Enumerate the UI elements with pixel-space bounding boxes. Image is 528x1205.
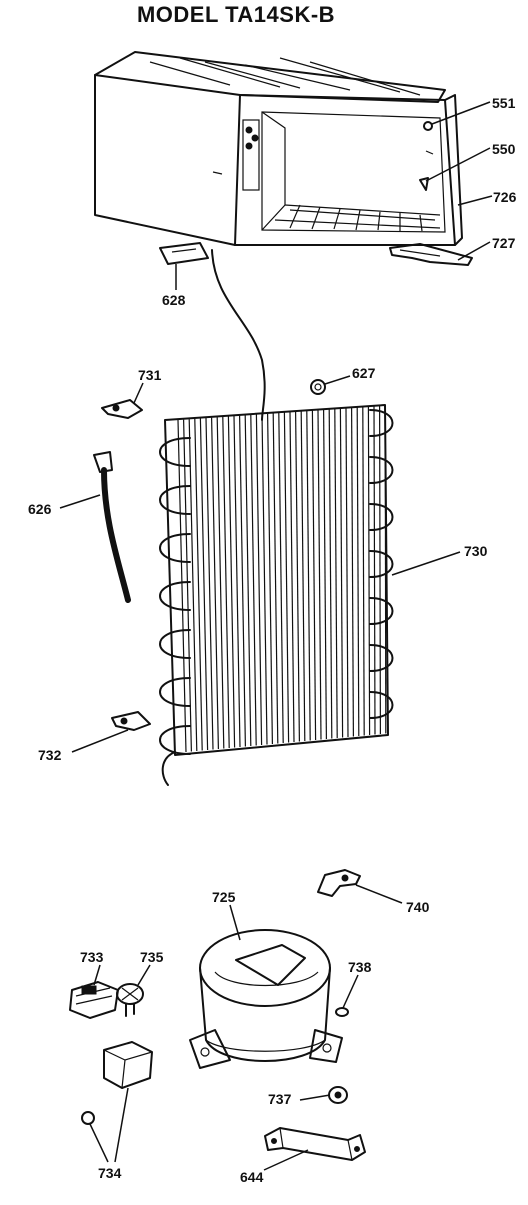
label-551: 551 [492, 95, 516, 111]
label-550: 550 [492, 141, 516, 157]
label-725: 725 [212, 889, 236, 905]
part-627-grommet [310, 379, 326, 395]
part-628-block [159, 242, 209, 265]
part-labels: 551 550 726 727 628 731 627 626 730 732 … [28, 95, 517, 1185]
part-725-compressor [189, 929, 343, 1069]
part-644-bracket [264, 1127, 366, 1161]
part-740-clip [317, 869, 361, 897]
label-627: 627 [352, 365, 376, 381]
part-734-cover [81, 1041, 153, 1125]
label-740: 740 [406, 899, 430, 915]
part-733-relay [69, 981, 119, 1019]
label-730: 730 [464, 543, 488, 559]
label-731: 731 [138, 367, 162, 383]
part-726-cabinet [94, 51, 463, 246]
label-737: 737 [268, 1091, 292, 1107]
label-734: 734 [98, 1165, 122, 1181]
leader-lines [59, 101, 493, 1171]
part-727-bracket [389, 243, 473, 266]
label-732: 732 [38, 747, 62, 763]
label-644: 644 [240, 1169, 264, 1185]
part-626-drain-tube [93, 451, 131, 603]
part-732-clip [111, 711, 151, 731]
model-title: MODEL TA14SK-B [136, 2, 336, 27]
part-731-clip [101, 399, 143, 419]
part-738-grommet [335, 1007, 349, 1017]
part-730-condenser [159, 404, 394, 786]
part-737-grommet [328, 1086, 348, 1104]
part-735-terminal [116, 983, 144, 1017]
label-626: 626 [28, 501, 52, 517]
label-628: 628 [162, 292, 186, 308]
label-726: 726 [493, 189, 517, 205]
refrigerant-tube [211, 249, 266, 421]
label-735: 735 [140, 949, 164, 965]
label-733: 733 [80, 949, 104, 965]
label-738: 738 [348, 959, 372, 975]
label-727: 727 [492, 235, 516, 251]
